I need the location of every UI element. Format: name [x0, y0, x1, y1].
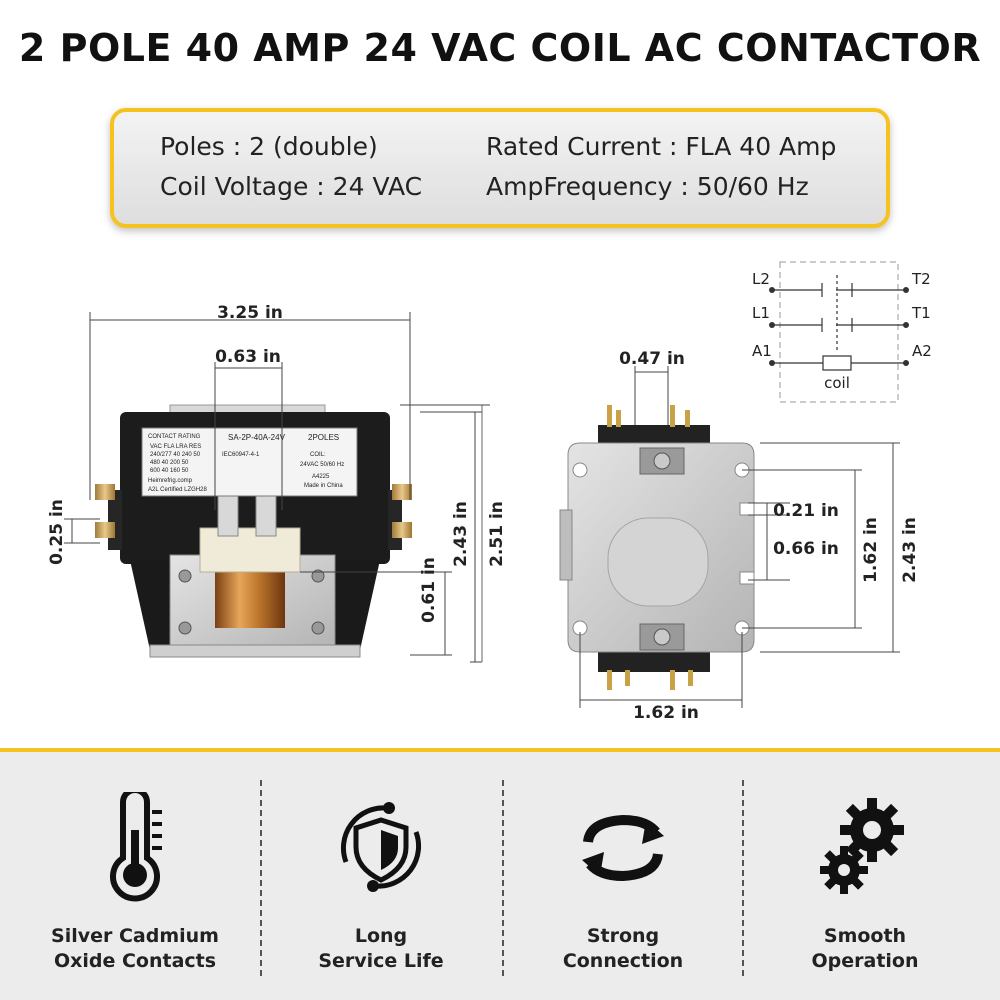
wiring-diagram: L2 T2 L1 T1 A1 A2 coil [752, 261, 932, 403]
dimension-diagram: CONTACT RATING VAC FLA LRA RES 240/277 4… [47, 261, 932, 723]
label-row2: 480 40 200 50 [150, 460, 189, 466]
spec-rated-current: Rated Current : FLA 40 Amp [486, 132, 837, 161]
label-certified: A2L Certified LZGH28 [148, 487, 207, 493]
dim-hole-a: 0.21 in [773, 501, 839, 521]
label-poles: 2POLES [308, 433, 339, 442]
back-contactor-image [559, 405, 755, 690]
feature-item: Strong Connection [508, 792, 738, 992]
dim-back-height: 2.43 in [900, 517, 920, 583]
spec-box: Poles : 2 (double) Coil Voltage : 24 VAC… [110, 108, 890, 228]
feature-divider [502, 780, 504, 976]
section-divider [0, 748, 1000, 752]
feature-divider [742, 780, 744, 976]
thermometer-icon [110, 792, 162, 902]
wire-l2: L2 [752, 270, 770, 288]
spec-frequency: AmpFrequency : 50/60 Hz [486, 172, 809, 201]
feature-label: Strong Connection [562, 925, 684, 972]
dim-height-b: 2.51 in [487, 501, 507, 567]
back-dimension-lines [579, 366, 900, 708]
label-brand: Heimrefrig.comp [148, 478, 193, 484]
dim-front-width: 3.25 in [217, 303, 283, 323]
feature-item: Long Service Life [266, 792, 496, 992]
feature-item: Smooth Operation [750, 792, 980, 992]
gears-icon [820, 798, 904, 894]
dim-back-width: 1.62 in [633, 703, 699, 723]
dim-coil-width: 0.63 in [215, 347, 281, 367]
label-cols: VAC FLA LRA RES [150, 444, 201, 450]
label-row3: 600 40 160 50 [150, 468, 189, 474]
page-title: 2 POLE 40 AMP 24 VAC COIL AC CONTACTOR [18, 26, 982, 70]
feature-divider [260, 780, 262, 976]
label-coil: COIL: [310, 452, 326, 458]
wire-a1: A1 [752, 342, 772, 360]
shield-cycle-icon [340, 802, 422, 892]
front-dimension-lines [64, 312, 490, 663]
label-std: IEC60947-4-1 [222, 452, 260, 458]
label-header: CONTACT RATING [148, 434, 201, 440]
spec-coil-voltage: Coil Voltage : 24 VAC [160, 172, 423, 201]
label-coil-rating: 24VAC 50/60 Hz [300, 462, 344, 468]
feature-label: Silver Cadmium Oxide Contacts [51, 925, 219, 972]
dim-pin-gap: 0.47 in [619, 349, 685, 369]
wire-t1: T1 [911, 304, 931, 322]
spec-poles: Poles : 2 (double) [160, 132, 378, 161]
dim-inner-height: 1.62 in [861, 517, 881, 583]
wire-a2: A2 [912, 342, 932, 360]
feature-label: Smooth Operation [811, 925, 919, 972]
dim-terminal-gap: 0.25 in [47, 499, 67, 565]
dim-height-a: 2.43 in [451, 501, 471, 567]
feature-item: Silver Cadmium Oxide Contacts [20, 792, 250, 992]
feature-label: Long Service Life [318, 925, 444, 972]
label-row1: 240/277 40 240 50 [150, 452, 201, 458]
label-model: SA-2P-40A-24V [228, 433, 286, 442]
wire-t2: T2 [911, 270, 931, 288]
dim-hole-b: 0.66 in [773, 539, 839, 559]
wire-l1: L1 [752, 304, 770, 322]
front-contactor-image: CONTACT RATING VAC FLA LRA RES 240/277 4… [95, 404, 412, 658]
label-part: A4225 [312, 474, 330, 480]
label-origin: Made in China [304, 483, 343, 489]
dim-coil-height: 0.61 in [419, 557, 439, 623]
feature-strip: Silver Cadmium Oxide Contacts Long Servi… [0, 752, 1000, 1000]
rotate-arrows-icon [582, 814, 664, 882]
wire-coil: coil [824, 374, 850, 392]
